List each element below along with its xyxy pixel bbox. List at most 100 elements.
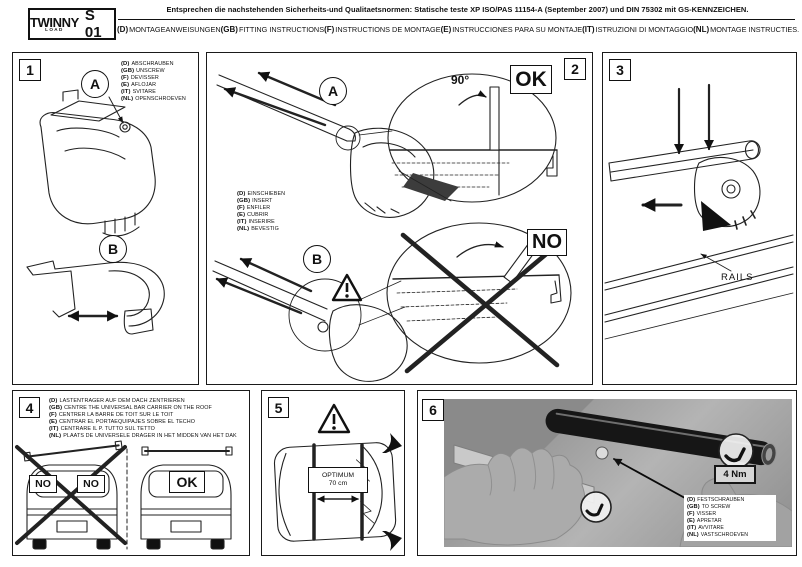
roof-rails-drawing [604,234,794,340]
foot-drawing-b [26,260,165,335]
car-wrong-drawing [15,440,127,550]
leader-line [358,130,393,136]
instructions-unscrew: (D)ABSCHRAUBEN (GB)UNSCREW (F)DEVISSER (… [121,61,186,103]
instruction-line: (D)ABSCHRAUBEN [121,61,174,67]
leader-line [356,280,402,302]
cross-icon [15,445,127,545]
angle-90-label: 90° [451,73,470,87]
photo-artwork [444,399,792,547]
language-segment: (E)INSTRUCCIONES PARA SU MONTAJE [441,25,583,34]
screw-head-photo [595,446,609,460]
rails-pointer-arrow [700,253,732,272]
panel-step5: 5 OPTIMUM 70 cm [261,390,405,556]
step-number-badge: 6 [422,399,444,421]
brand-logo: TWINNY LOAD S 01 [28,7,116,41]
allen-key-icon [580,491,612,523]
optimum-distance-label: OPTIMUM 70 cm [308,467,368,493]
crossbar-drawing [608,140,761,182]
rotate-arrow [458,90,487,106]
instruction-line: (GB)CENTRE THE UNIVERSAL BAR CARRIER ON … [49,405,212,412]
distance-text: 70 cm [328,480,348,487]
direction-arrow [382,433,402,453]
screw-pointer-arrow [613,458,695,504]
language-segment: (F)INSTRUCTIONS DE MONTAGE [324,25,441,34]
ok-label: OK [510,65,552,94]
instruction-line: (F)VISSER [687,510,717,517]
step-number-badge: 2 [564,58,586,80]
car-correct-drawing [140,446,233,550]
bar-on-rails-diagram [604,83,794,340]
panel-step6: 6 4 Nm [417,390,797,556]
instruction-line: (IT)INSERIRE [237,219,275,226]
instruction-line: (F)CENTRER LA BARRE DE TOIT SUR LE TOIT [49,412,174,419]
instruction-line: (NL)VASTSCHROEVEN [687,531,749,538]
step-number-badge: 1 [19,59,41,81]
pointer-arrow [108,96,124,124]
instruction-line: (NL)PLAATS DE UNIVERSELE DRAGER IN HET M… [49,433,237,440]
instruction-line: (IT)AVVITARE [687,524,724,531]
car-centering-diagram [15,440,233,550]
instruction-line: (E)CENTRAR EL PORTAEQUIPAJES SOBRE EL TE… [49,419,196,426]
crossbar-photo [545,408,777,466]
substep-a-label: A [81,70,109,98]
instruction-line: (F)ENFILER [237,205,271,212]
step-number-badge: 4 [19,397,40,418]
left-hand-photo [444,447,586,546]
language-text: ISTRUZIONI DI MONTAGGIO [595,25,694,34]
instruction-line: (D)LASTENTRAGER AUF DEM DACH ZENTRIEREN [49,398,185,404]
language-instructions-line: (D)MONTAGEANWEISUNGEN (GB)FITTING INSTRU… [117,25,799,34]
instruction-line: (NL)OPENSCHROEVEN [121,96,186,103]
instruction-line: (E)AFLOJAR [121,82,157,89]
substep-b-label: B [99,235,127,263]
language-code: (D) [117,25,129,34]
torque-label: 4 Nm [714,465,756,484]
instruction-line: (E)APRETAR [687,517,722,524]
allen-key-glyph [585,503,604,517]
magnified-ok-view [387,73,558,203]
rails-label: RAILS [721,272,754,283]
panel-step1: 1 A (D)ABSCHRAUBEN (GB)UNSCREW (F)DEVISS… [12,52,199,385]
language-code: (NL) [693,25,710,34]
panel-step2: 2 A B 90° OK NO (D)EINSCHIEBEN (GB)INSER… [206,52,593,385]
language-code: (IT) [582,25,595,34]
model-code: S 01 [84,7,102,41]
foot-drawing [693,156,761,231]
insert-arrow [223,87,327,127]
leader-line [358,306,406,326]
language-text: INSTRUCTIONS DE MONTAGE [335,25,441,34]
allen-key-glyph [724,447,746,463]
insert-arrow [215,277,303,315]
installation-photo: 4 Nm (D)FESTSCHRAUBEN (GB)TO SCREW (F)VI… [444,399,792,547]
instruction-line: (D)EINSCHIEBEN [237,191,286,197]
rotate-arrow [456,241,504,258]
optimum-text: OPTIMUM [321,471,355,479]
brand-text: TWINNY [30,14,79,30]
allen-key-icon [718,433,754,469]
header-divider [118,19,795,20]
no-label: NO [527,229,567,256]
ok-label: OK [169,471,205,493]
step-number-badge: 5 [268,397,289,418]
language-text: INSTRUCCIONES PARA SU MONTAJE [452,25,583,34]
language-text: FITTING INSTRUCTIONS [238,25,325,34]
direction-arrow [382,531,402,551]
instruction-line: (D)FESTSCHRAUBEN [687,497,745,503]
brand-subtext: LOAD [45,26,64,32]
clamp-drawing-a [39,89,156,237]
language-segment: (NL)MONTAGE INSTRUCTIES. [693,25,799,34]
instruction-line: (E)CUBRIR [237,212,269,219]
safety-norm-text: Entsprechen die nachstehenden Sicherheit… [166,5,749,14]
step-number-badge: 3 [609,59,631,81]
language-segment: (GB)FITTING INSTRUCTIONS [221,25,324,34]
substep-a-label: A [319,77,347,105]
cross-icon [400,232,560,368]
panel-step4: 4 (D)LASTENTRAGER AUF DEM DACH ZENTRIERE… [12,390,250,556]
language-text: MONTAGE INSTRUCTIES. [710,25,800,34]
instruction-line: (GB)TO SCREW [687,503,731,510]
language-code: (E) [440,25,452,34]
no-label: NO [29,475,57,493]
language-code: (GB) [220,25,238,34]
clamp-foot-diagram [26,89,165,335]
instruction-line: (GB)UNSCREW [121,68,165,75]
instructions-insert: (D)EINSCHIEBEN (GB)INSERT (F)ENFILER (E)… [237,191,285,233]
